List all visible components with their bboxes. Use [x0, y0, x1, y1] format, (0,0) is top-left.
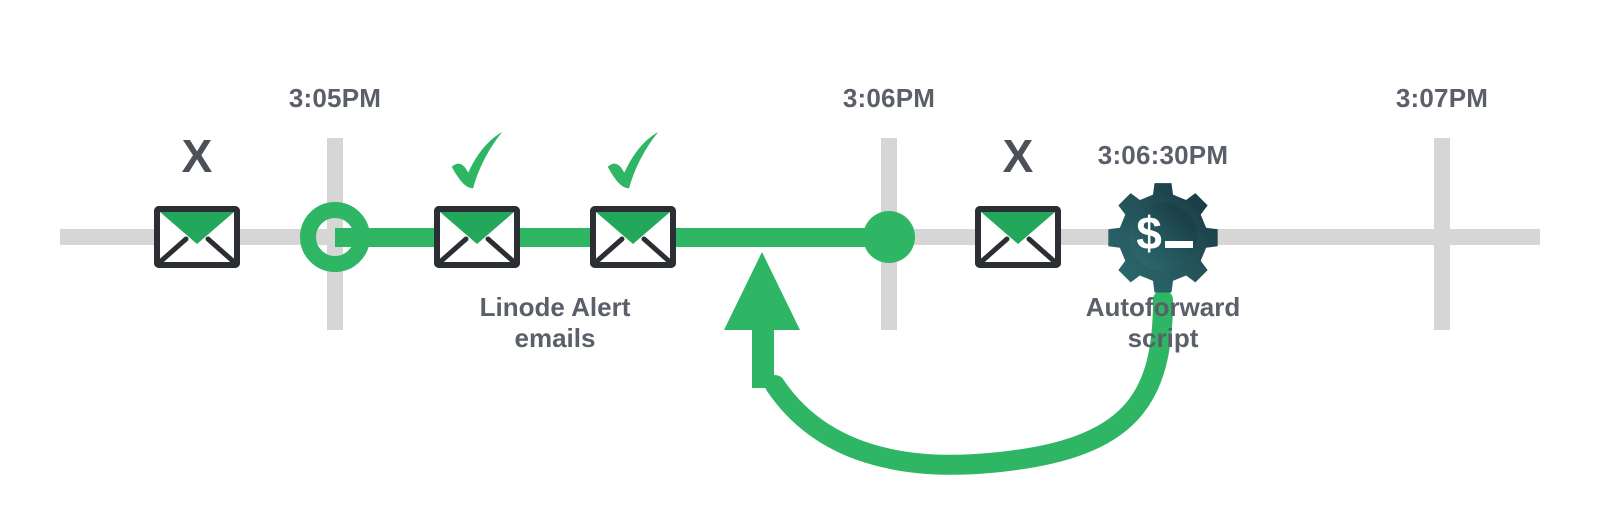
autoforward-gear-icon[interactable]: $ [1108, 183, 1218, 293]
feedback-arrow-shaft-joint [752, 318, 774, 388]
marker-305-ring[interactable] [300, 202, 370, 272]
tick-mark-307 [1434, 138, 1450, 330]
tick-label-305: 3:05PM [288, 83, 382, 113]
check-mark-icon-envelope-3 [607, 131, 659, 189]
marker-306-dot[interactable] [863, 211, 915, 263]
gear-hub [1129, 203, 1197, 271]
label-autoforward-script-line1: Autoforward [1085, 292, 1241, 322]
check-mark-icon-envelope-2 [451, 131, 503, 189]
gear-underscore-glyph [1165, 241, 1193, 248]
autoforward-timestamp-label: 3:06:30PM [1097, 140, 1229, 170]
label-autoforward-script: Autoforward script [1086, 292, 1241, 354]
feedback-arrow-head [724, 252, 800, 330]
label-linode-alert-emails-line2: emails [514, 323, 596, 353]
envelope-3[interactable] [593, 209, 673, 265]
tick-label-306: 3:06PM [842, 83, 936, 113]
marker-305-group[interactable] [300, 202, 370, 272]
x-mark-icon-envelope-4: X [1002, 130, 1034, 182]
label-autoforward-script-line2: script [1127, 323, 1199, 353]
axis-ticks-group [327, 138, 1450, 330]
label-linode-alert-emails: Linode Alert emails [480, 292, 631, 354]
gear-shell-prompt-glyph: $ [1136, 207, 1162, 259]
envelope-1[interactable] [157, 209, 237, 265]
envelope-4[interactable] [978, 209, 1058, 265]
x-mark-icon-envelope-1: X [181, 130, 213, 182]
envelope-2[interactable] [437, 209, 517, 265]
marker-306-group[interactable] [863, 211, 915, 263]
feedback-arrow-curve [765, 290, 1173, 475]
tick-label-307: 3:07PM [1395, 83, 1489, 113]
feedback-arrow-group [724, 252, 1173, 475]
label-linode-alert-emails-line1: Linode Alert [479, 292, 631, 322]
